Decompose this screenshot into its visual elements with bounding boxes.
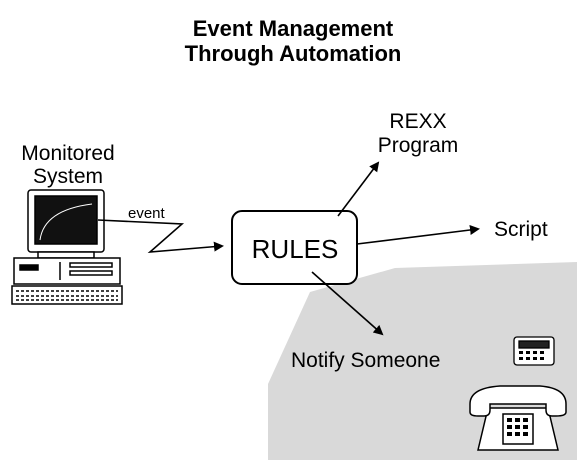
rules-box [231, 210, 358, 285]
event-label: event [128, 205, 166, 222]
monitored-system-label-2: System [33, 165, 103, 188]
computer-icon [11, 189, 123, 305]
rexx-label-2: Program [378, 134, 459, 157]
notify-arrow [311, 271, 384, 336]
title-line-2: Through Automation [185, 41, 402, 66]
script-arrow [356, 225, 480, 245]
pager-icon [513, 336, 555, 366]
event-arrow [97, 219, 224, 253]
rexx-arrow [337, 161, 380, 217]
script-label: Script [494, 218, 548, 241]
rules-label: RULES [252, 234, 339, 264]
notify-label: Notify Someone [291, 349, 440, 372]
title-line-1: Event Management [193, 16, 394, 41]
rexx-label-1: REXX [389, 110, 446, 133]
monitored-system-label-1: Monitored [21, 142, 114, 165]
telephone-icon [469, 385, 567, 451]
